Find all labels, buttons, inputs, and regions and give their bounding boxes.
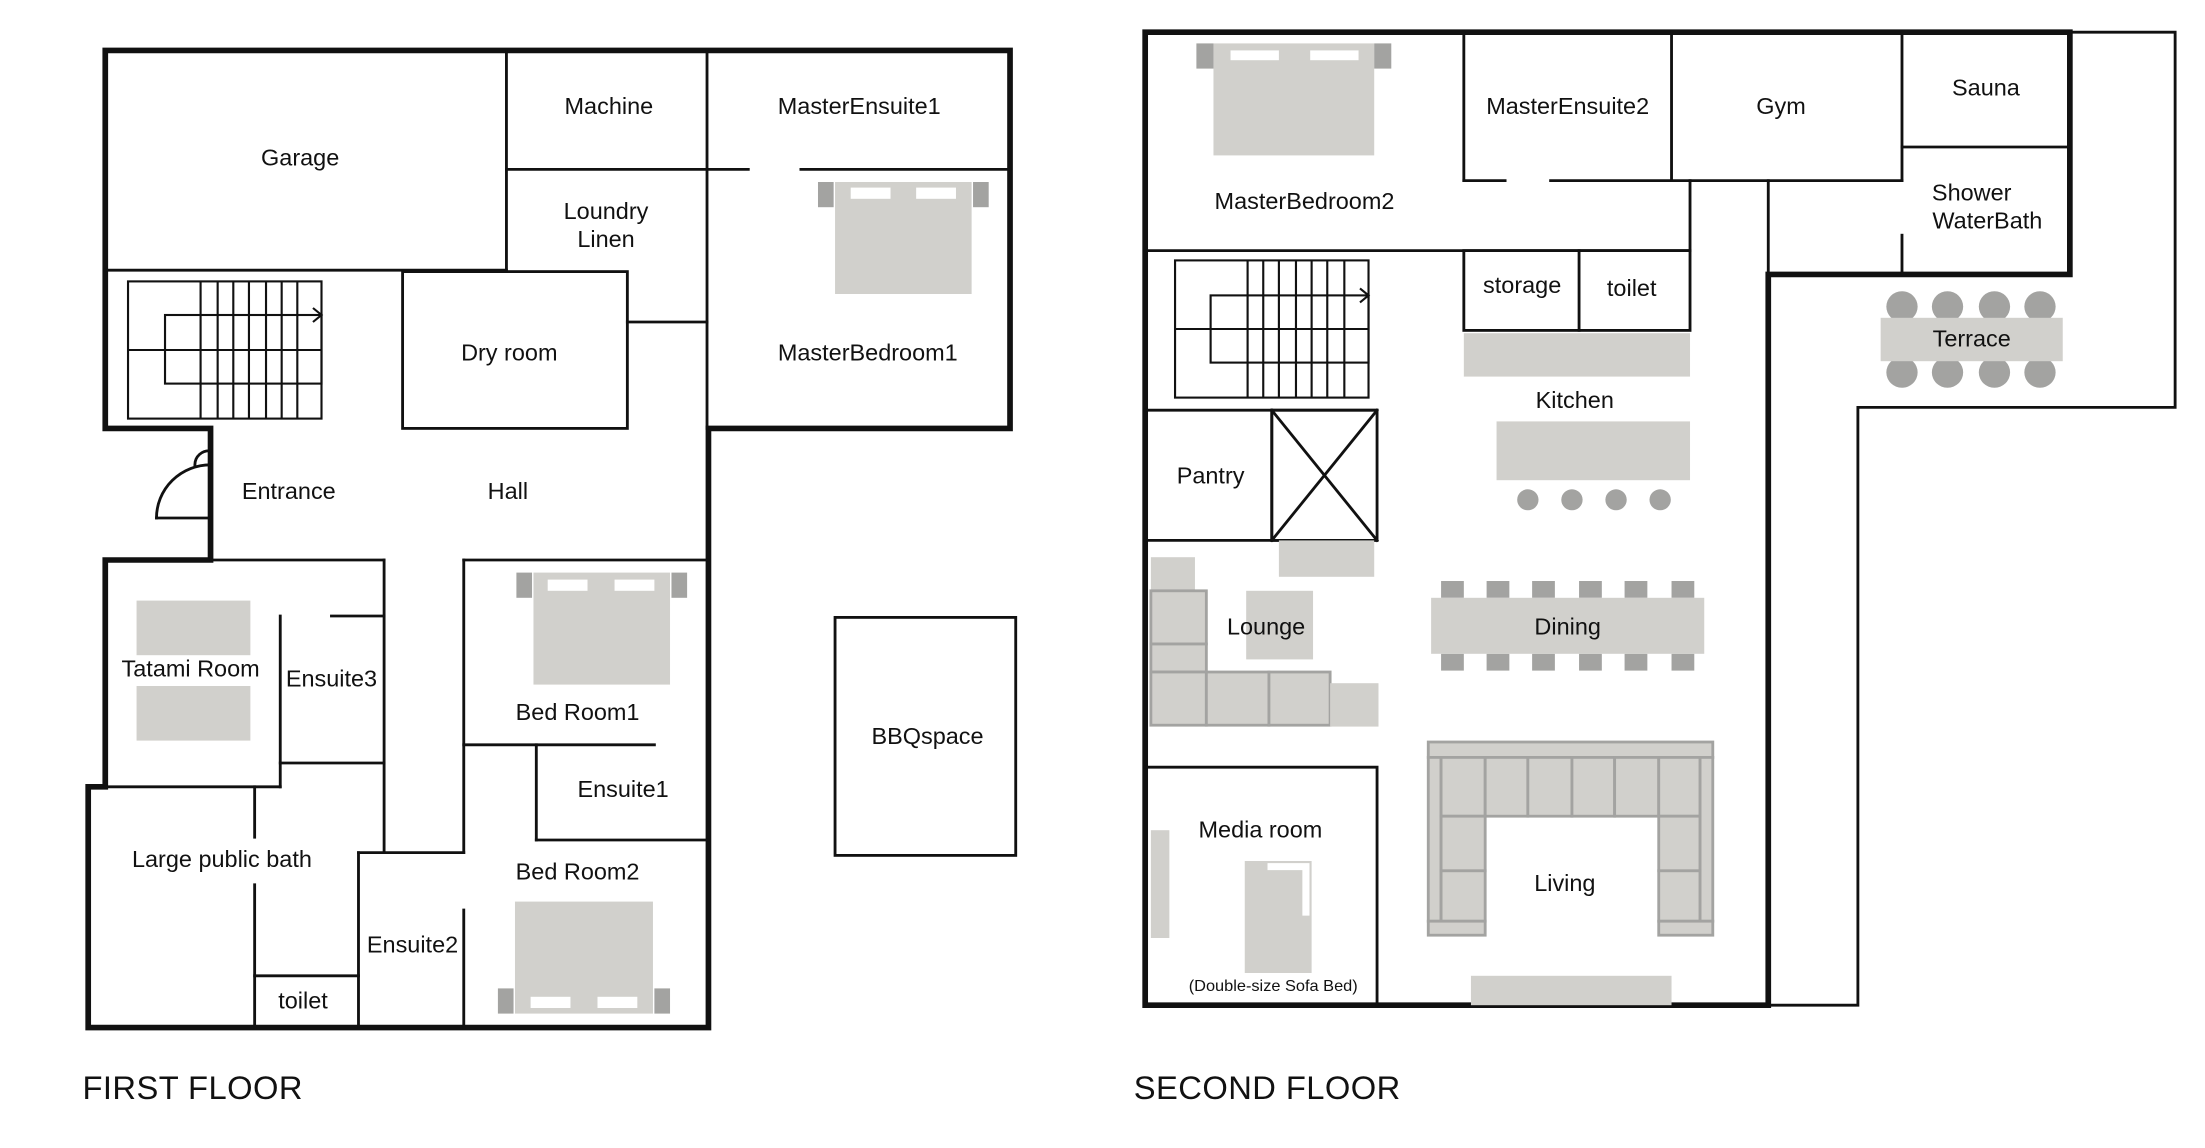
entrance-door-icon [155,449,213,520]
first-floor: Garage Machine MasterEnsuite1 Loundry Li… [83,47,1018,1106]
sofa-bed-icon [1244,861,1312,973]
room-label-ensuite2: Ensuite2 [367,932,458,958]
room-label-dining: Dining [1534,614,1600,640]
dining-table [1431,581,1705,671]
room-label-hall: Hall [488,478,528,504]
tv-console [1470,975,1672,1006]
lounge-sofa [1149,540,1379,727]
room-label-garage: Garage [261,145,339,171]
bbq-space-outline [833,616,1018,857]
room-label-dry-room: Dry room [461,339,557,365]
room-label-bed-room2: Bed Room2 [516,859,640,885]
room-label-ensuite1: Ensuite1 [577,776,668,802]
media-room-walls [1143,765,1379,1007]
staircase-icon [1173,259,1371,399]
room-label-storage: storage [1483,272,1561,298]
bar-stools [1517,489,1671,511]
room-label-kitchen: Kitchen [1536,387,1614,413]
room-label-master-bedroom1: MasterBedroom1 [778,339,958,365]
room-label-media-room: Media room [1198,817,1322,843]
terrace-outline [1766,30,2177,1007]
sofa-bed-note: (Double-size Sofa Bed) [1189,977,1358,995]
room-label-master-ensuite2: MasterEnsuite2 [1486,93,1649,119]
room-label-waterbath: WaterBath [1932,208,2042,234]
room-label-entrance: Entrance [242,478,336,504]
bed-icon [1196,43,1392,156]
bed-icon [817,182,989,294]
staircase-icon [126,280,324,420]
elevator-shaft-icon [1269,408,1380,543]
dry-room-walls [401,270,629,430]
room-label-machine: Machine [565,93,654,119]
room-label-master-ensuite1: MasterEnsuite1 [778,93,941,119]
bed-icon [516,572,688,685]
room-label-large-public-bath: Large public bath [132,846,312,872]
room-label-shower: Shower [1932,180,2012,206]
room-label-toilet: toilet [1607,275,1657,301]
storage-toilet-walls [1462,249,1692,332]
room-label-toilet: toilet [278,988,328,1014]
room-label-pantry: Pantry [1177,463,1245,489]
tatami-mat [136,686,251,741]
room-label-ensuite3: Ensuite3 [286,666,377,692]
kitchen-island [1496,421,1691,481]
kitchen-counter [1463,333,1691,377]
room-label-gym: Gym [1756,93,1806,119]
living-sofa [1426,740,1715,937]
first-floor-title: FIRST FLOOR [83,1070,303,1106]
second-floor-title: SECOND FLOOR [1134,1070,1401,1106]
media-cabinet [1150,830,1170,938]
room-label-sauna: Sauna [1952,75,2020,101]
room-label-bed-room1: Bed Room1 [516,699,640,725]
room-label-bbq-space: BBQspace [871,723,983,749]
room-label-tatami-room: Tatami Room [122,656,260,682]
tatami-mat [136,600,251,656]
room-label-loundry: Loundry [564,198,649,224]
bed-icon [497,901,671,1014]
terrace-table [1880,291,2063,388]
room-label-linen: Linen [577,226,634,252]
room-label-living: Living [1534,870,1595,896]
room-label-terrace: Terrace [1933,325,2011,351]
room-label-master-bedroom2: MasterBedroom2 [1215,188,1395,214]
room-label-lounge: Lounge [1227,614,1305,640]
second-floor-outer-wall [1142,29,2073,1008]
second-floor: MasterBedroom2 MasterEnsuite2 Gym Sauna … [1134,29,2177,1106]
